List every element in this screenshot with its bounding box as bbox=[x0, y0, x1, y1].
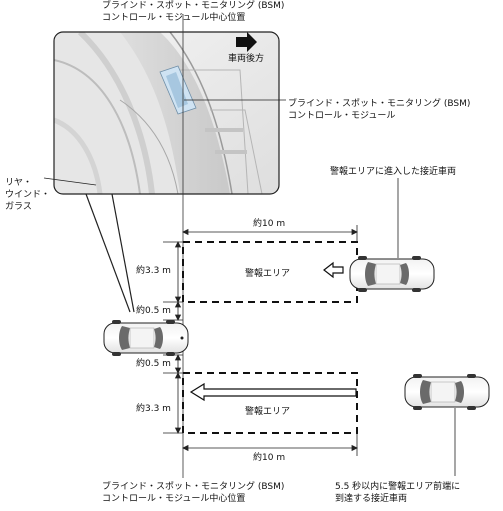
hollow-left-long-arrow-icon bbox=[189, 382, 357, 402]
dim-width-upper-label: 約3.3 m bbox=[136, 266, 171, 276]
approaching-vehicle-lower bbox=[404, 374, 490, 410]
rear-window-label-line3: ガラス bbox=[5, 202, 32, 212]
approaching-5s-label-line2: 到達する接近車両 bbox=[335, 494, 408, 504]
rear-window-leader bbox=[43, 177, 97, 186]
alarm-zone-lower-label: 警報エリア bbox=[245, 407, 291, 417]
photo-inset bbox=[53, 31, 280, 313]
approaching-in-zone-label: 警報エリアに進入した接近車両 bbox=[330, 167, 457, 177]
dim-gap-lower-label: 約0.5 m bbox=[136, 359, 171, 369]
bsm-center-label-bottom-line2: コントロール・モジュール中心位置 bbox=[102, 494, 246, 504]
alarm-zone-lower bbox=[182, 372, 358, 434]
dim-gap-upper-label: 約0.5 m bbox=[136, 306, 171, 316]
bsm-module-label-line1: ブラインド・スポット・モニタリング (BSM) bbox=[288, 99, 471, 109]
dim-length-top-label: 約10 m bbox=[253, 219, 286, 229]
subject-vehicle bbox=[103, 320, 189, 356]
dim-length-bottom-label: 約10 m bbox=[253, 453, 286, 463]
bsm-module-label-line2: コントロール・モジュール bbox=[288, 111, 396, 121]
rear-window-label-line2: ウインド・ bbox=[5, 190, 51, 200]
hollow-left-arrow-icon bbox=[323, 261, 344, 279]
bsm-module-highlight bbox=[159, 65, 197, 115]
approaching-vehicle-upper bbox=[349, 256, 435, 292]
right-arrow-icon bbox=[236, 32, 257, 52]
bsm-center-label-top-line1: ブラインド・スポット・モニタリング (BSM) bbox=[102, 1, 285, 11]
bsm-center-label-bottom-line1: ブラインド・スポット・モニタリング (BSM) bbox=[102, 482, 285, 492]
alarm-zone-upper-label: 警報エリア bbox=[245, 269, 291, 279]
approaching-5s-label-line1: 5.5 秒以内に警報エリア前端に bbox=[335, 482, 461, 492]
dimension-lines bbox=[163, 225, 358, 456]
vehicle-rear-label: 車両後方 bbox=[228, 54, 265, 64]
dim-width-lower-label: 約3.3 m bbox=[136, 404, 171, 414]
rear-window-label-line1: リヤ・ bbox=[5, 178, 33, 188]
bsm-center-label-top-line2: コントロール・モジュール中心位置 bbox=[102, 13, 246, 23]
